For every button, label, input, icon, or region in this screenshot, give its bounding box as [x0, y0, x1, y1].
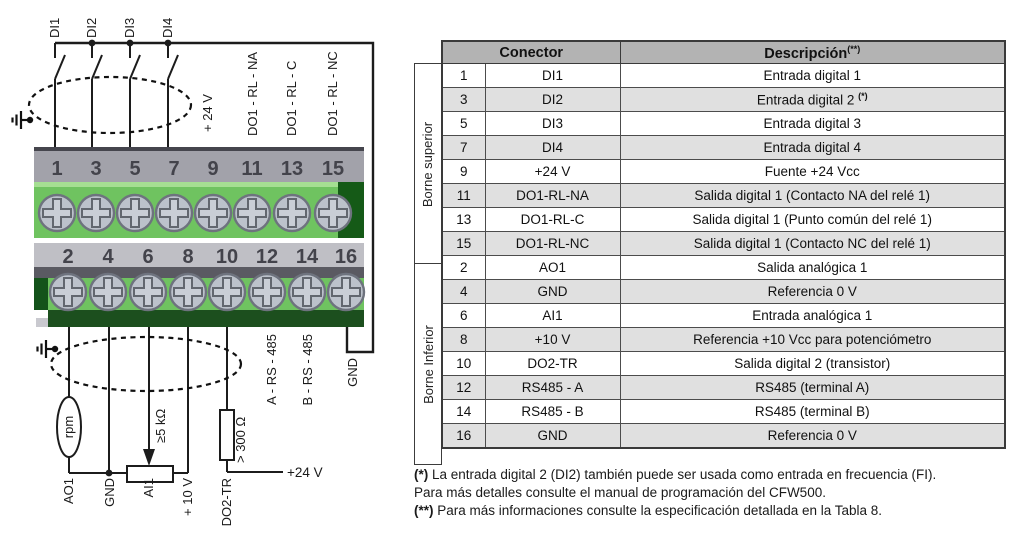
terminal-number: 8	[182, 246, 193, 268]
do1-rl-nc-label: DO1 - RL - NC	[325, 51, 340, 136]
rs485-b-label: B - RS - 485	[300, 334, 315, 406]
header-conector: Conector	[441, 40, 621, 64]
footnote-1: (*) La entrada digital 2 (DI2) también p…	[414, 467, 937, 500]
di-switch	[129, 42, 141, 152]
di-switch	[91, 42, 103, 152]
rs485-a-label: A - RS - 485	[264, 334, 279, 405]
screw-terminal	[193, 193, 233, 233]
screw-terminal	[88, 272, 128, 312]
ai1-label: AI1	[141, 478, 156, 498]
screw-terminal	[326, 272, 366, 312]
di1-label: DI1	[47, 18, 62, 38]
terminal-number: 11	[241, 158, 262, 180]
screw-terminal	[207, 272, 247, 312]
terminal-number: 14	[296, 246, 319, 268]
terminal-number: 16	[335, 246, 357, 268]
screw-terminal	[287, 272, 327, 312]
screw-terminal	[272, 193, 312, 233]
table-header-row: Conector Descripción(**)	[441, 40, 1006, 64]
di3-label: DI3	[122, 18, 137, 38]
screw-terminal	[115, 193, 155, 233]
do1-rl-c-label: DO1 - RL - C	[284, 61, 299, 136]
footnotes: (*) La entrada digital 2 (DI2) también p…	[414, 466, 949, 520]
screw-terminal	[232, 193, 272, 233]
ao1-label: AO1	[61, 478, 76, 504]
wiring-diagram: DI1 DI2 DI3 DI4 + 24 V DO1 - RL - NA DO1…	[11, 18, 375, 526]
terminal-number: 9	[207, 158, 218, 180]
terminal-number: 10	[216, 246, 238, 268]
terminal-number: 7	[168, 158, 179, 180]
resistor	[219, 409, 235, 461]
terminal-number: 2	[62, 246, 73, 268]
borne-inferior-label: Borne Inferior	[420, 324, 436, 404]
plus24v-bottom-label: +24 V	[287, 465, 323, 480]
plus10v-label: + 10 V	[180, 478, 195, 516]
screw-terminal	[37, 193, 77, 233]
screw-terminal	[76, 193, 116, 233]
terminal-number: 6	[142, 246, 153, 268]
plus24v-top-label: + 24 V	[200, 94, 215, 132]
bus-junction-dots	[88, 39, 172, 47]
screw-terminal	[154, 193, 194, 233]
cable-shield-top	[27, 75, 193, 135]
terminal-number: 5	[129, 158, 140, 180]
gnd-label: GND	[102, 478, 117, 507]
terminal-number: 4	[102, 246, 114, 268]
di4-label: DI4	[160, 18, 175, 38]
bottom-wires	[68, 327, 283, 474]
gnd-junction-dot	[105, 469, 113, 477]
screw-terminal	[48, 272, 88, 312]
borne-superior-label: Borne superior	[420, 121, 436, 207]
screw-terminal	[313, 193, 353, 233]
pot-value-label: ≥5 kΩ	[153, 409, 168, 443]
group-borne-superior: Borne superior	[414, 63, 442, 265]
plus24v-bus-wire	[55, 41, 375, 354]
ground-icon	[36, 338, 60, 360]
di-switch	[167, 42, 179, 152]
di-switch	[54, 42, 66, 152]
ground-icon	[11, 109, 35, 131]
do1-rl-na-label: DO1 - RL - NA	[245, 52, 260, 136]
gnd16-label: GND	[345, 358, 360, 387]
di2-label: DI2	[84, 18, 99, 38]
potentiometer	[126, 465, 174, 483]
screw-terminal	[168, 272, 208, 312]
group-borne-inferior: Borne Inferior	[414, 263, 442, 465]
screw-terminal	[247, 272, 287, 312]
footnote-2: (**) Para más informaciones consulte la …	[414, 502, 883, 518]
terminal-number: 1	[51, 158, 62, 180]
rpm-label: rpm	[61, 416, 76, 438]
terminal-number: 15	[322, 158, 344, 180]
do2-tr-label: DO2-TR	[219, 478, 234, 526]
terminal-number: 3	[90, 158, 101, 180]
header-descripcion: Descripción(**)	[619, 40, 1006, 64]
terminal-number: 13	[281, 158, 303, 180]
wiper-arrow	[143, 449, 155, 466]
resistor-value-label: > 300 Ω	[233, 416, 248, 463]
cable-shield-bottom	[49, 335, 243, 393]
terminal-number: 12	[256, 246, 278, 268]
rpm-meter	[56, 396, 82, 458]
screw-terminal	[128, 272, 168, 312]
